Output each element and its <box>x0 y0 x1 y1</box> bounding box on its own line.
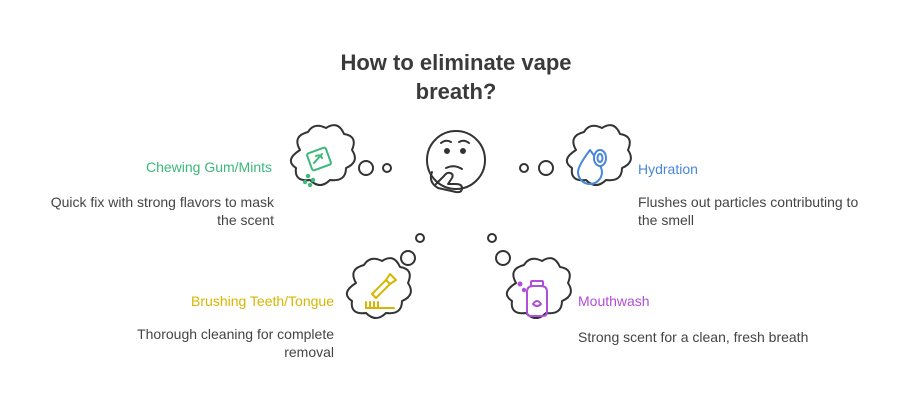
cloud-gum <box>289 124 356 186</box>
diagram-title: How to eliminate vape breath? <box>296 48 616 106</box>
desc-line: Quick fix with strong flavors to mask <box>50 194 274 210</box>
gum-packet-icon <box>302 146 332 188</box>
desc-line: Strong scent for a clean, fresh breath <box>578 329 809 345</box>
thinking-face-icon <box>426 130 486 194</box>
cloud-mouthwash <box>505 257 572 319</box>
bubble-dot <box>495 250 511 266</box>
desc-line: Flushes out particles contributing to <box>638 194 859 210</box>
toothbrush-icon <box>365 273 397 309</box>
desc-mouthwash: Strong scent for a clean, fresh breath <box>578 328 878 346</box>
label-brushing: Brushing Teeth/Tongue <box>191 293 334 309</box>
title-line-1: How to eliminate vape <box>340 50 572 75</box>
desc-line: removal <box>284 344 334 360</box>
bubble-dot <box>538 160 554 176</box>
bubble-dot <box>358 160 374 176</box>
label-mouthwash: Mouthwash <box>578 293 650 309</box>
mouthwash-bottle-icon <box>517 280 548 317</box>
desc-line: the smell <box>638 212 695 228</box>
bubble-dot <box>519 163 529 173</box>
desc-line: Thorough cleaning for complete <box>137 326 334 342</box>
desc-hydration: Flushes out particles contributing to th… <box>638 193 898 229</box>
water-drop-icon <box>577 149 607 185</box>
label-chewing-gum: Chewing Gum/Mints <box>145 159 272 175</box>
title-line-2: breath? <box>415 79 497 104</box>
desc-chewing-gum: Quick fix with strong flavors to mask th… <box>20 193 274 229</box>
bubble-dot <box>415 233 425 243</box>
desc-line: the scent <box>217 212 274 228</box>
bubble-dot <box>487 233 497 243</box>
bubble-dot <box>400 250 416 266</box>
desc-brushing: Thorough cleaning for complete removal <box>80 325 334 361</box>
label-hydration: Hydration <box>638 161 698 177</box>
bubble-dot <box>382 163 392 173</box>
thought-bubbles <box>358 160 554 266</box>
